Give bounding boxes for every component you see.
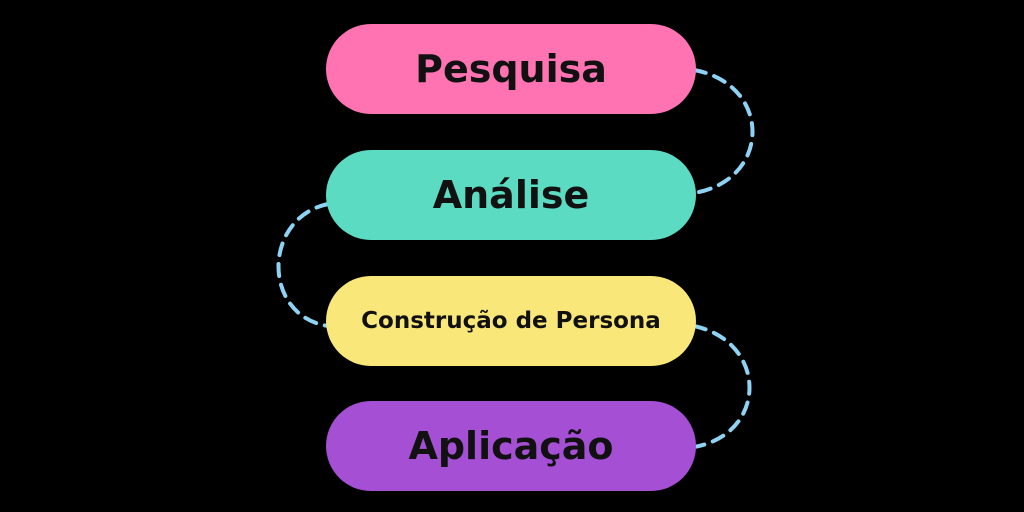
step-construcao-de-persona: Construção de Persona	[326, 276, 696, 366]
step-aplicacao: Aplicação	[326, 401, 696, 491]
connector-3-4	[692, 324, 752, 449]
connector-1-2	[692, 68, 755, 195]
step-pesquisa: Pesquisa	[326, 24, 696, 114]
step-label-analise: Análise	[432, 173, 590, 217]
step-label-aplicacao: Aplicação	[408, 424, 614, 468]
step-label-construcao-de-persona: Construção de Persona	[361, 308, 661, 334]
step-label-pesquisa: Pesquisa	[415, 47, 607, 91]
connector-2-3	[276, 202, 330, 328]
step-analise: Análise	[326, 150, 696, 240]
